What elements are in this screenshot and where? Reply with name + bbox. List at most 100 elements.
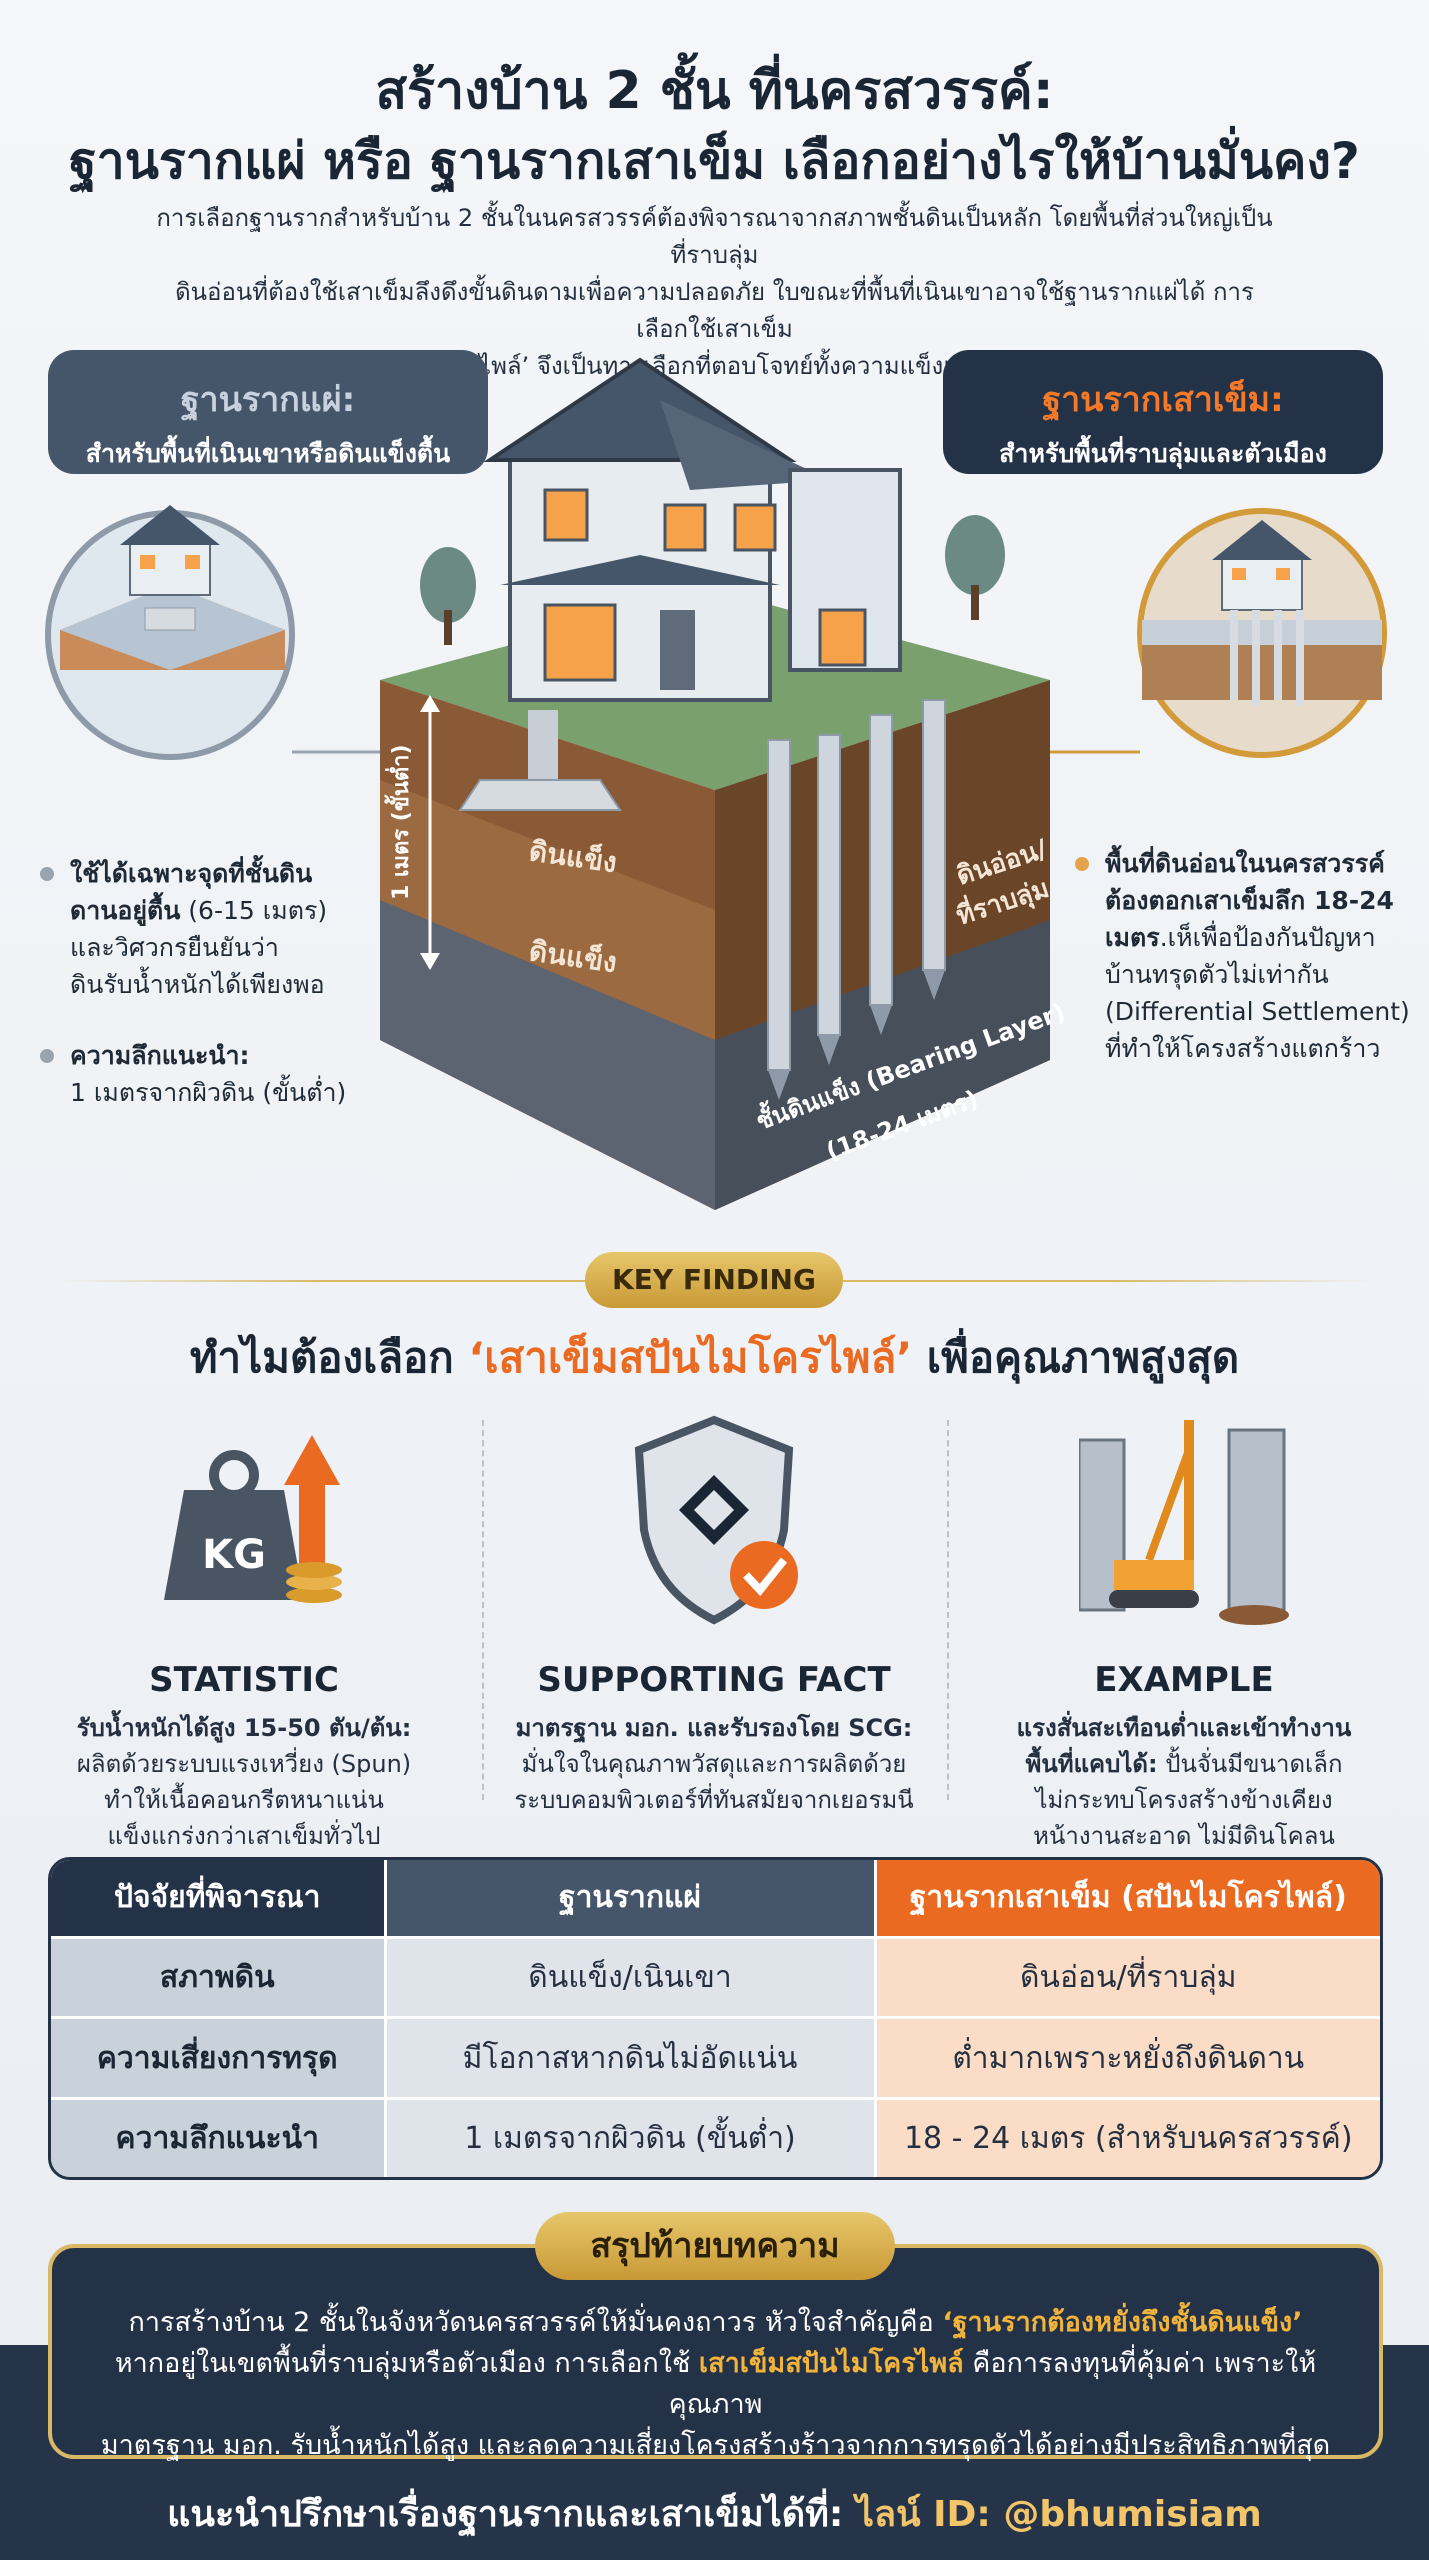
heading-text: เพื่อคุณภาพสูงสุด	[912, 1333, 1240, 1382]
summary-text: การสร้างบ้าน 2 ชั้นในจังหวัดนครสวรรค์ให้…	[82, 2302, 1349, 2466]
note-text: 1 เมตรจากผิวดิน (ขั้นต่ำ)	[70, 1078, 347, 1107]
table-row: ความเสี่ยงการทรุด มีโอกาสหากดินไม่อัดแน่…	[51, 2016, 1380, 2099]
column-text: แรงสั่นสะเทือนต่ำและเข้าทำงาน พื้นที่แคบ…	[984, 1710, 1384, 1854]
summary-badge: สรุปท้ายบทความ	[535, 2212, 895, 2280]
summary-part: การสร้างบ้าน 2 ชั้นในจังหวัดนครสวรรค์ให้…	[128, 2307, 943, 2338]
column-line: ผลิตด้วยระบบแรงเหวี่ยง (Spun)	[76, 1750, 412, 1778]
table-row: สภาพดิน ดินแข็ง/เนินเขา ดินอ่อน/ที่ราบลุ…	[51, 1935, 1380, 2018]
note-text: ดินรับน้ำหนักได้เพียงพอ	[70, 970, 325, 999]
pile-driver-icon	[1079, 1420, 1289, 1625]
heading-text: ทำไมต้องเลือก	[189, 1333, 469, 1382]
table-header: ฐานรากเสาเข็ม (สปันไมโครไพล์)	[875, 1860, 1380, 1937]
table-header-row: ปัจจัยที่พิจารณา ฐานรากแผ่ ฐานรากเสาเข็ม…	[51, 1860, 1380, 1937]
table-cell: ดินอ่อน/ที่ราบลุ่ม	[875, 1935, 1380, 2018]
table-row: ความลึกแนะนำ 1 เมตรจากผิวดิน (ขั้นต่ำ) 1…	[51, 2097, 1380, 2177]
pile-foundation-notes: พื้นที่ดินอ่อนในนครสวรรค์ ต้องตอกเสาเข็ม…	[1075, 845, 1415, 1067]
example-column: EXAMPLE แรงสั่นสะเทือนต่ำและเข้าทำงาน พื…	[984, 1410, 1384, 1850]
column-line: ปั้นจั่นมีขนาดเล็ก	[1157, 1750, 1343, 1778]
page-subtitle: ฐานรากแผ่ หรือ ฐานรากเสาเข็ม เลือกอย่างไ…	[69, 132, 1360, 190]
spread-footing-tag: ฐานรากแผ่: สำหรับพื้นที่เนินเขาหรือดินแข…	[48, 350, 488, 474]
weight-icon: KG	[164, 1435, 342, 1603]
note-text: .เห็เพื่อป้องกันปัญหา	[1159, 923, 1376, 952]
intro-line: การเลือกฐานรากสำหรับบ้าน 2 ชั้นในนครสวรร…	[156, 204, 1273, 269]
column-bold: รับน้ำหนักได้สูง 15-50 ตัน/ต้น:	[76, 1714, 412, 1742]
pile-foundation-subtitle: สำหรับพื้นที่ราบลุ่มและตัวเมือง	[999, 439, 1327, 468]
pile-foundation-tag: ฐานรากเสาเข็ม: สำหรับพื้นที่ราบลุ่มและตั…	[943, 350, 1383, 474]
spread-footing-icon	[45, 505, 295, 760]
summary-line: การสร้างบ้าน 2 ชั้นในจังหวัดนครสวรรค์ให้…	[82, 2302, 1349, 2343]
column-divider	[482, 1420, 484, 1800]
supporting-fact-column: SUPPORTING FACT มาตรฐาน มอก. และรับรองโด…	[514, 1410, 914, 1814]
column-line: หน้างานสะอาด ไม่มีดินโคลน	[1033, 1822, 1335, 1850]
pile-icon	[817, 734, 841, 1065]
summary-part: คือการลงทุนที่คุ้มค่า เพราะให้คุณภาพ	[668, 2348, 1317, 2420]
note-item: พื้นที่ดินอ่อนในนครสวรรค์ ต้องตอกเสาเข็ม…	[1075, 845, 1415, 1067]
tree-icon	[945, 515, 1005, 620]
key-finding-badge: KEY FINDING	[585, 1252, 843, 1308]
kg-label: KG	[202, 1532, 266, 1578]
column-heading: STATISTIC	[149, 1660, 339, 1700]
column-line: มั่นใจในคุณภาพวัสดุและการผลิตด้วย	[521, 1750, 907, 1778]
column-bold: แรงสั่นสะเทือนต่ำและเข้าทำงาน	[1016, 1714, 1352, 1742]
note-text: บ้านทรุดตัวไม่เท่ากัน	[1105, 960, 1329, 989]
note-bold: ความลึกแนะนำ:	[70, 1041, 250, 1070]
depth-label: 1 เมตร (ขั้นต่ำ)	[384, 744, 414, 900]
note-text: (Differential Settlement)	[1105, 997, 1410, 1026]
column-line: ระบบคอมพิวเตอร์ที่ทันสมัยจากเยอรมนี	[514, 1786, 914, 1814]
column-heading: EXAMPLE	[1094, 1660, 1274, 1700]
pile-foundation-icon	[1137, 508, 1387, 758]
column-line: ไม่กระทบโครงสร้างข้างเคียง	[1035, 1786, 1333, 1814]
pile-icon	[922, 699, 946, 1000]
note-item: ความลึกแนะนำ: 1 เมตรจากผิวดิน (ขั้นต่ำ)	[40, 1037, 370, 1111]
intro-line: ดินอ่อนที่ต้องใช้เสาเข็มลึงดึงขั้นดินดาม…	[175, 278, 1254, 343]
two-story-house	[483, 357, 902, 702]
note-bold: เมตร	[1105, 923, 1160, 952]
note-text: ที่ทำให้โครงสร้างแตกร้าว	[1105, 1034, 1381, 1063]
summary-highlight: ‘ฐานรากต้องหยั่งถึงชั้นดินแข็ง’	[942, 2307, 1303, 2338]
foundation-illustration: 1 เมตร (ขั้นต่ำ) ดินแข็ง ดินแข็ง ดินอ่อน…	[45, 357, 1387, 1210]
page-title: สร้างบ้าน 2 ชั้น ที่นครสวรรค์:	[375, 61, 1054, 121]
spread-footing-subtitle: สำหรับพื้นที่เนินเขาหรือดินแข็งตื้น	[85, 439, 451, 468]
note-text: (6-15 เมตร)	[180, 896, 328, 925]
summary-highlight: เสาเข็มสปันไมโครไพล์	[698, 2348, 964, 2379]
column-line: แข็งแกร่งกว่าเสาเข็มทั่วไป	[107, 1822, 381, 1850]
pile-foundation-title: ฐานรากเสาเข็ม:	[1042, 380, 1284, 420]
table-cell: 18 - 24 เมตร (สำหรับนครสวรรค์)	[875, 2097, 1380, 2177]
line-id-link[interactable]: ไลน์ ID: @bhumisiam	[855, 2494, 1262, 2535]
table-header: ฐานรากแผ่	[383, 1860, 877, 1937]
tree-icon	[420, 547, 476, 645]
shield-check-icon	[634, 1415, 798, 1625]
column-line: ทำให้เนื้อคอนกรีตหนาแน่น	[104, 1786, 384, 1814]
spread-footing-block	[458, 710, 622, 811]
note-text: และวิศวกรยืนยันว่า	[70, 933, 279, 962]
statistic-column: KG STATISTIC รับน้ำหนักได้สูง 15-50 ตัน/…	[44, 1410, 444, 1850]
note-bold: ใช้ได้เฉพาะจุดที่ชั้นดิน	[70, 859, 313, 888]
table-cell: 1 เมตรจากผิวดิน (ขั้นต่ำ)	[383, 2097, 877, 2177]
note-bold: ต้องตอกเสาเข็มลึก 18-24	[1105, 886, 1394, 915]
summary-line: หากอยู่ในเขตพื้นที่ราบลุ่มหรือตัวเมือง ก…	[82, 2343, 1349, 2425]
note-item: ใช้ได้เฉพาะจุดที่ชั้นดิน ดานอยู่ตื้น (6-…	[40, 855, 370, 1003]
column-text: มาตรฐาน มอก. และรับรองโดย SCG: มั่นใจในค…	[514, 1710, 914, 1818]
column-divider	[947, 1420, 949, 1800]
note-bold: ดานอยู่ตื้น	[70, 896, 181, 925]
cta-text: แนะนำปรึกษาเรื่องฐานรากและเสาเข็มได้ที่:	[167, 2494, 856, 2535]
table-cell: สภาพดิน	[51, 1935, 385, 2018]
table-cell: ความเสี่ยงการทรุด	[51, 2016, 385, 2099]
contact-cta: แนะนำปรึกษาเรื่องฐานรากและเสาเข็มได้ที่:…	[0, 2485, 1429, 2542]
comparison-table: ปัจจัยที่พิจารณา ฐานรากแผ่ ฐานรากเสาเข็ม…	[48, 1857, 1383, 2180]
table-cell: ดินแข็ง/เนินเขา	[383, 1935, 877, 2018]
spread-footing-notes: ใช้ได้เฉพาะจุดที่ชั้นดิน ดานอยู่ตื้น (6-…	[40, 855, 370, 1111]
summary-part: หากอยู่ในเขตพื้นที่ราบลุ่มหรือตัวเมือง ก…	[114, 2348, 699, 2379]
pile-icon	[767, 739, 791, 1100]
table-header: ปัจจัยที่พิจารณา	[51, 1860, 385, 1937]
summary-line: มาตรฐาน มอก. รับน้ำหนักได้สูง และลดความเ…	[100, 2430, 1331, 2461]
spread-footing-title: ฐานรากแผ่:	[180, 380, 356, 420]
column-bold: มาตรฐาน มอก. และรับรองโดย SCG:	[515, 1714, 913, 1742]
column-heading: SUPPORTING FACT	[537, 1660, 891, 1700]
note-bold: พื้นที่ดินอ่อนในนครสวรรค์	[1105, 849, 1385, 878]
table-cell: มีโอกาสหากดินไม่อัดแน่น	[383, 2016, 877, 2099]
heading-highlight: ‘เสาเข็มสปันไมโครไพล์’	[468, 1333, 913, 1382]
column-bold: พื้นที่แคบได้:	[1025, 1750, 1158, 1778]
column-text: รับน้ำหนักได้สูง 15-50 ตัน/ต้น: ผลิตด้วย…	[44, 1710, 444, 1854]
table-cell: ต่ำมากเพราะหยั่งถึงดินดาน	[875, 2016, 1380, 2099]
